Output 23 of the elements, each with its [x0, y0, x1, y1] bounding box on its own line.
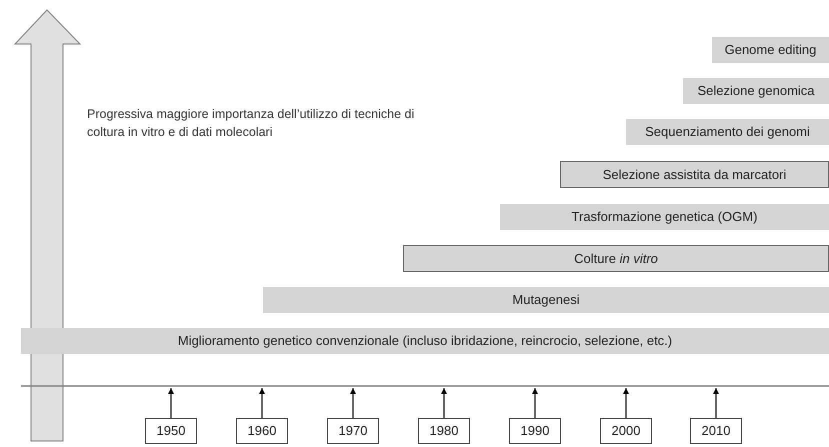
arrow	[441, 388, 447, 418]
note-text: Progressiva maggiore importanza dell’utilizzo di tecniche di coltura in vitro e di dati molecolari	[87, 106, 416, 141]
year-box: 1970	[327, 418, 379, 444]
arrow	[168, 388, 174, 418]
year-box: 1980	[418, 418, 470, 444]
arrow	[623, 388, 629, 418]
technique-bar: Genome editing	[712, 37, 829, 63]
technique-bar: Miglioramento genetico convenzionale (incluso ibridazione, reincrocio, selezione, etc.)	[21, 328, 829, 354]
technique-bar: Trasformazione genetica (OGM)	[500, 204, 829, 230]
technique-bar: Selezione genomica	[683, 78, 829, 104]
year-box: 2010	[690, 418, 742, 444]
year-box: 1960	[236, 418, 288, 444]
year-box: 1950	[145, 418, 197, 444]
technique-bar: Selezione assistita da marcatori	[560, 161, 829, 188]
arrow	[713, 388, 719, 418]
year-box: 1990	[509, 418, 561, 444]
arrow	[259, 388, 265, 418]
technique-bar: Colture in vitro	[403, 245, 829, 272]
year-box: 2000	[600, 418, 652, 444]
technique-bar: Mutagenesi	[263, 287, 829, 313]
technique-bar: Sequenziamento dei genomi	[626, 119, 829, 145]
arrow	[532, 388, 538, 418]
arrow	[350, 388, 356, 418]
